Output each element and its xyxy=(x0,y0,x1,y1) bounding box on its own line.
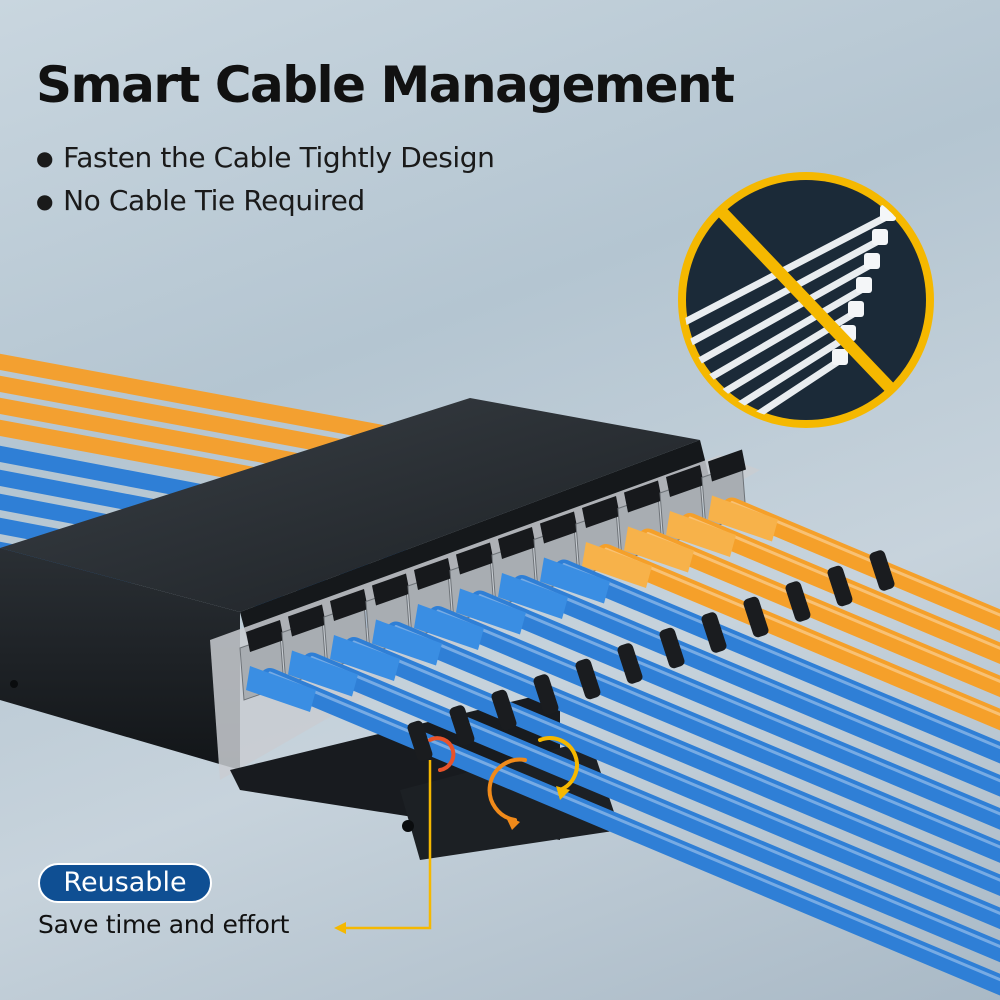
arrow-left-icon xyxy=(334,760,432,934)
bullet-dot-icon: ● xyxy=(36,146,54,170)
cable-clips xyxy=(407,550,895,762)
feature-item: ● No Cable Tie Required xyxy=(36,179,494,222)
cable-clip xyxy=(659,627,685,669)
orange-cable xyxy=(666,511,1000,665)
cable-clip xyxy=(575,658,601,700)
blue-cable xyxy=(456,588,1000,830)
cable-clip xyxy=(785,581,811,622)
prohibited-cable-tie-icon xyxy=(678,172,934,428)
cable-clip xyxy=(701,612,727,653)
cable-clip xyxy=(491,689,517,731)
blue-cable xyxy=(414,604,1000,863)
orange-cable xyxy=(582,542,1000,731)
callout-caption: Save time and effort xyxy=(38,910,290,939)
blue-cable xyxy=(540,557,1000,764)
cable-clip xyxy=(407,720,433,762)
cable-tie xyxy=(684,229,888,363)
cable-clip xyxy=(869,550,895,591)
blue-cable xyxy=(498,573,1000,797)
orange-cable xyxy=(624,526,1000,698)
blue-cable xyxy=(246,666,1000,996)
cable-clip xyxy=(743,596,769,638)
reusable-badge: Reusable xyxy=(38,863,212,903)
feature-text: Fasten the Cable Tightly Design xyxy=(63,141,495,174)
blue-cable xyxy=(372,619,1000,897)
blue-cable xyxy=(288,650,1000,963)
cable-clip xyxy=(449,705,475,746)
rotate-arrow-icon xyxy=(428,736,579,830)
feature-list: ● Fasten the Cable Tightly Design ● No Cab… xyxy=(36,136,495,222)
cable-clip xyxy=(533,674,559,715)
feature-text: No Cable Tie Required xyxy=(63,184,365,217)
bullet-dot-icon: ● xyxy=(36,189,54,213)
blue-cable xyxy=(330,635,1000,930)
feature-item: ● Fasten the Cable Tightly Design xyxy=(36,136,495,179)
page-title: Smart Cable Management xyxy=(36,56,735,114)
cable-clip xyxy=(827,565,853,607)
cable-clip xyxy=(617,643,643,684)
patch-cables xyxy=(246,495,1000,996)
